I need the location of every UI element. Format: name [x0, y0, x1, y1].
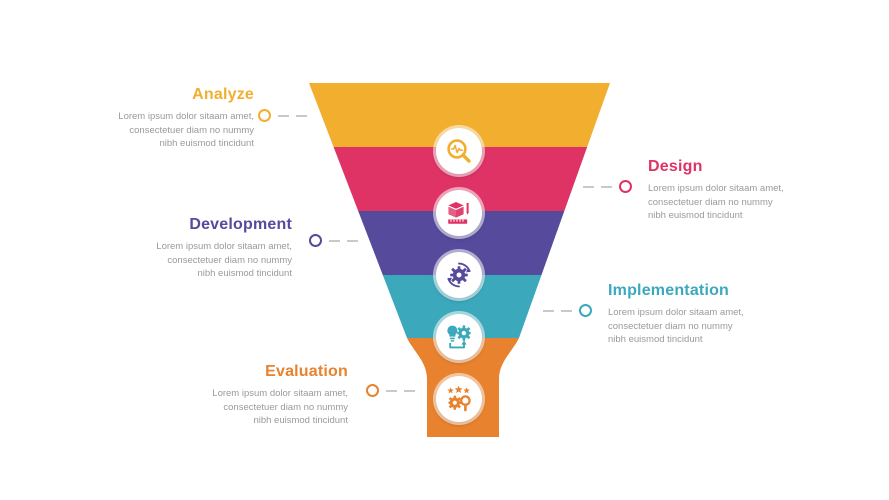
stage-icon-design[interactable] [436, 190, 482, 236]
stage-marker-evaluation[interactable] [366, 384, 379, 397]
connector-dash [329, 239, 340, 242]
stage-desc-design: Lorem ipsum dolor sitaam amet, consectet… [648, 183, 784, 222]
connector-dash [296, 114, 307, 117]
stage-block-development: Development Lorem ipsum dolor sitaam ame… [152, 216, 292, 281]
stage-connector-analyze [258, 109, 307, 122]
cube-pencil-ruler-icon [448, 202, 469, 224]
stage-desc-evaluation: Lorem ipsum dolor sitaam amet, consectet… [212, 388, 348, 427]
connector-dash [347, 239, 358, 242]
stage-icon-evaluation[interactable] [436, 376, 482, 422]
stage-connector-development [309, 234, 358, 247]
magnifier-pulse-icon [447, 139, 471, 163]
stars-gear-magnifier-icon [447, 385, 471, 412]
connector-dash [561, 309, 572, 312]
stage-title-design: Design [648, 158, 703, 175]
stage-desc-implementation: Lorem ipsum dolor sitaam amet, consectet… [608, 307, 744, 346]
stage-title-evaluation: Evaluation [265, 363, 348, 380]
stage-block-design: Design Lorem ipsum dolor sitaam amet, co… [648, 158, 798, 223]
stage-connector-design [583, 180, 632, 193]
stage-marker-analyze[interactable] [258, 109, 271, 122]
stage-icon-implementation[interactable] [436, 314, 482, 360]
stage-icon-development[interactable] [436, 252, 482, 298]
connector-dash [583, 185, 594, 188]
stage-connector-implementation [543, 304, 592, 317]
stage-marker-implementation[interactable] [579, 304, 592, 317]
stage-block-analyze: Analyze Lorem ipsum dolor sitaam amet, c… [108, 86, 254, 151]
stage-desc-development: Lorem ipsum dolor sitaam amet, consectet… [156, 241, 292, 280]
stage-block-implementation: Implementation Lorem ipsum dolor sitaam … [608, 282, 768, 347]
gear-cycle-icon [447, 262, 471, 288]
stage-title-implementation: Implementation [608, 282, 730, 299]
connector-dash [404, 389, 415, 392]
stage-marker-development[interactable] [309, 234, 322, 247]
stage-desc-analyze: Lorem ipsum dolor sitaam amet, consectet… [118, 111, 254, 150]
stage-connector-evaluation [366, 384, 415, 397]
stage-marker-design[interactable] [619, 180, 632, 193]
connector-dash [543, 309, 554, 312]
connector-dash [278, 114, 289, 117]
stage-block-evaluation: Evaluation Lorem ipsum dolor sitaam amet… [208, 363, 348, 428]
bulb-gear-arrow-icon [447, 325, 471, 349]
stage-title-development: Development [189, 216, 292, 233]
connector-dash [601, 185, 612, 188]
stage-title-analyze: Analyze [192, 86, 254, 103]
connector-dash [386, 389, 397, 392]
stage-icon-analyze[interactable] [436, 128, 482, 174]
